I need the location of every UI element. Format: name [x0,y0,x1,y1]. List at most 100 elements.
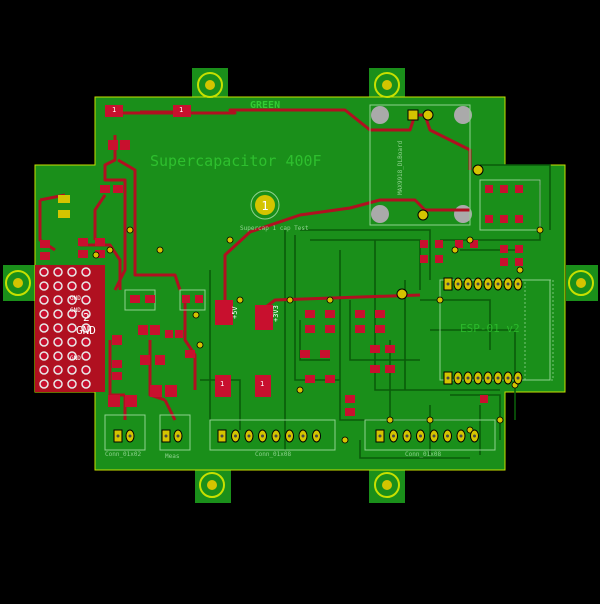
esp-pin-top[interactable] [503,277,513,291]
conn-right-pin[interactable] [443,429,452,443]
smd-pads[interactable] [40,105,523,416]
conn-middle-pin[interactable] [231,429,240,443]
gnd-header-pad[interactable] [67,267,77,277]
conn-middle-pin[interactable] [298,429,308,443]
esp-pin-bottom[interactable] [503,371,513,385]
esp-pin-bottom[interactable] [453,371,463,385]
gnd-header-pad[interactable] [39,379,49,389]
gnd-header-pad[interactable] [39,351,49,361]
gnd-header-pad[interactable] [39,295,49,305]
via[interactable] [92,251,100,259]
gnd-header-pad[interactable] [39,267,49,277]
gnd-header-pad[interactable] [81,309,91,319]
meas-pin[interactable] [161,429,171,443]
jumper-pad-a[interactable] [58,195,70,203]
conn-middle-pin[interactable] [285,429,294,443]
conn-right-pin[interactable] [402,429,412,443]
gnd-header-pad[interactable] [39,365,49,375]
via[interactable] [296,386,304,394]
esp-pin-top[interactable] [443,277,453,291]
gnd-header-pad[interactable] [67,323,77,333]
test-point-1[interactable] [255,195,275,215]
gnd-header-pad[interactable] [53,351,63,361]
gnd-header-pad[interactable] [81,323,91,333]
gnd-header-pad[interactable] [53,309,63,319]
conn-left-pin[interactable] [125,429,135,443]
gnd-header-pad[interactable] [53,323,63,333]
via[interactable] [466,236,474,244]
gnd-header-pad[interactable] [39,323,49,333]
gnd-header-pad[interactable] [67,309,77,319]
gnd-header-pad[interactable] [53,267,63,277]
conn-middle-pin[interactable] [271,429,281,443]
conn-right-pin[interactable] [456,429,466,443]
via[interactable] [126,226,134,234]
esp-pin-top[interactable] [493,277,503,291]
jumper-pad-b[interactable] [58,210,70,218]
gnd-header-pad[interactable] [81,351,91,361]
esp-pin-top[interactable] [463,277,473,291]
via[interactable] [436,296,444,304]
module-pin-top[interactable] [472,164,484,176]
gnd-header-pad[interactable] [81,267,91,277]
esp-pin-top[interactable] [513,277,523,291]
esp-pin-top[interactable] [483,277,493,291]
gnd-header-pad[interactable] [39,281,49,291]
conn-right-pin[interactable] [470,429,479,443]
conn-middle-pin[interactable] [312,429,321,443]
gnd-header-pad[interactable] [67,295,77,305]
conn-right-pin[interactable] [416,429,425,443]
conn-right-pin[interactable] [429,429,439,443]
esp-pin-bottom[interactable] [513,371,523,385]
via[interactable] [386,416,394,424]
via[interactable] [426,416,434,424]
conn-right-pin[interactable] [389,429,398,443]
connector-pads[interactable] [113,277,523,443]
gnd-header-pad[interactable] [67,365,77,375]
esp-pin-bottom[interactable] [493,371,503,385]
via[interactable] [496,416,504,424]
via[interactable] [536,226,544,234]
gnd-header-pad[interactable] [81,365,91,375]
gnd-header-pad[interactable] [67,351,77,361]
esp-pin-bottom[interactable] [463,371,473,385]
via[interactable] [451,246,459,254]
esp-pin-bottom[interactable] [443,371,453,385]
esp-pin-top[interactable] [473,277,483,291]
via[interactable] [326,296,334,304]
gnd-header-pad[interactable] [67,379,77,389]
supercap-pin-1[interactable] [407,109,419,121]
gnd-header-pad[interactable] [39,309,49,319]
gnd-header-pad[interactable] [81,295,91,305]
conn-middle-pin[interactable] [244,429,254,443]
meas-pin[interactable] [173,429,183,443]
gnd-header-pads[interactable] [39,267,91,389]
gnd-header-pad[interactable] [39,337,49,347]
via[interactable] [341,436,349,444]
via[interactable] [106,246,114,254]
supercap-pin-3[interactable] [417,209,429,221]
via[interactable] [236,296,244,304]
gnd-header-pad[interactable] [53,295,63,305]
via[interactable] [286,296,294,304]
gnd-header-pad[interactable] [81,281,91,291]
via[interactable] [192,311,200,319]
esp-pin-top[interactable] [453,277,463,291]
conn-middle-pin[interactable] [258,429,267,443]
gnd-header-pad[interactable] [67,337,77,347]
via[interactable] [226,236,234,244]
gnd-header-pad[interactable] [53,365,63,375]
esp-pin-bottom[interactable] [473,371,483,385]
via[interactable] [196,341,204,349]
gnd-header-pad[interactable] [53,337,63,347]
gnd-header-pad[interactable] [67,281,77,291]
conn-middle-pin[interactable] [217,429,227,443]
conn-right-pin[interactable] [375,429,385,443]
gnd-header-pad[interactable] [53,379,63,389]
module-pin-mid[interactable] [396,288,408,300]
via[interactable] [156,246,164,254]
via[interactable] [516,266,524,274]
esp-pin-bottom[interactable] [483,371,493,385]
conn-left-pin[interactable] [113,429,123,443]
